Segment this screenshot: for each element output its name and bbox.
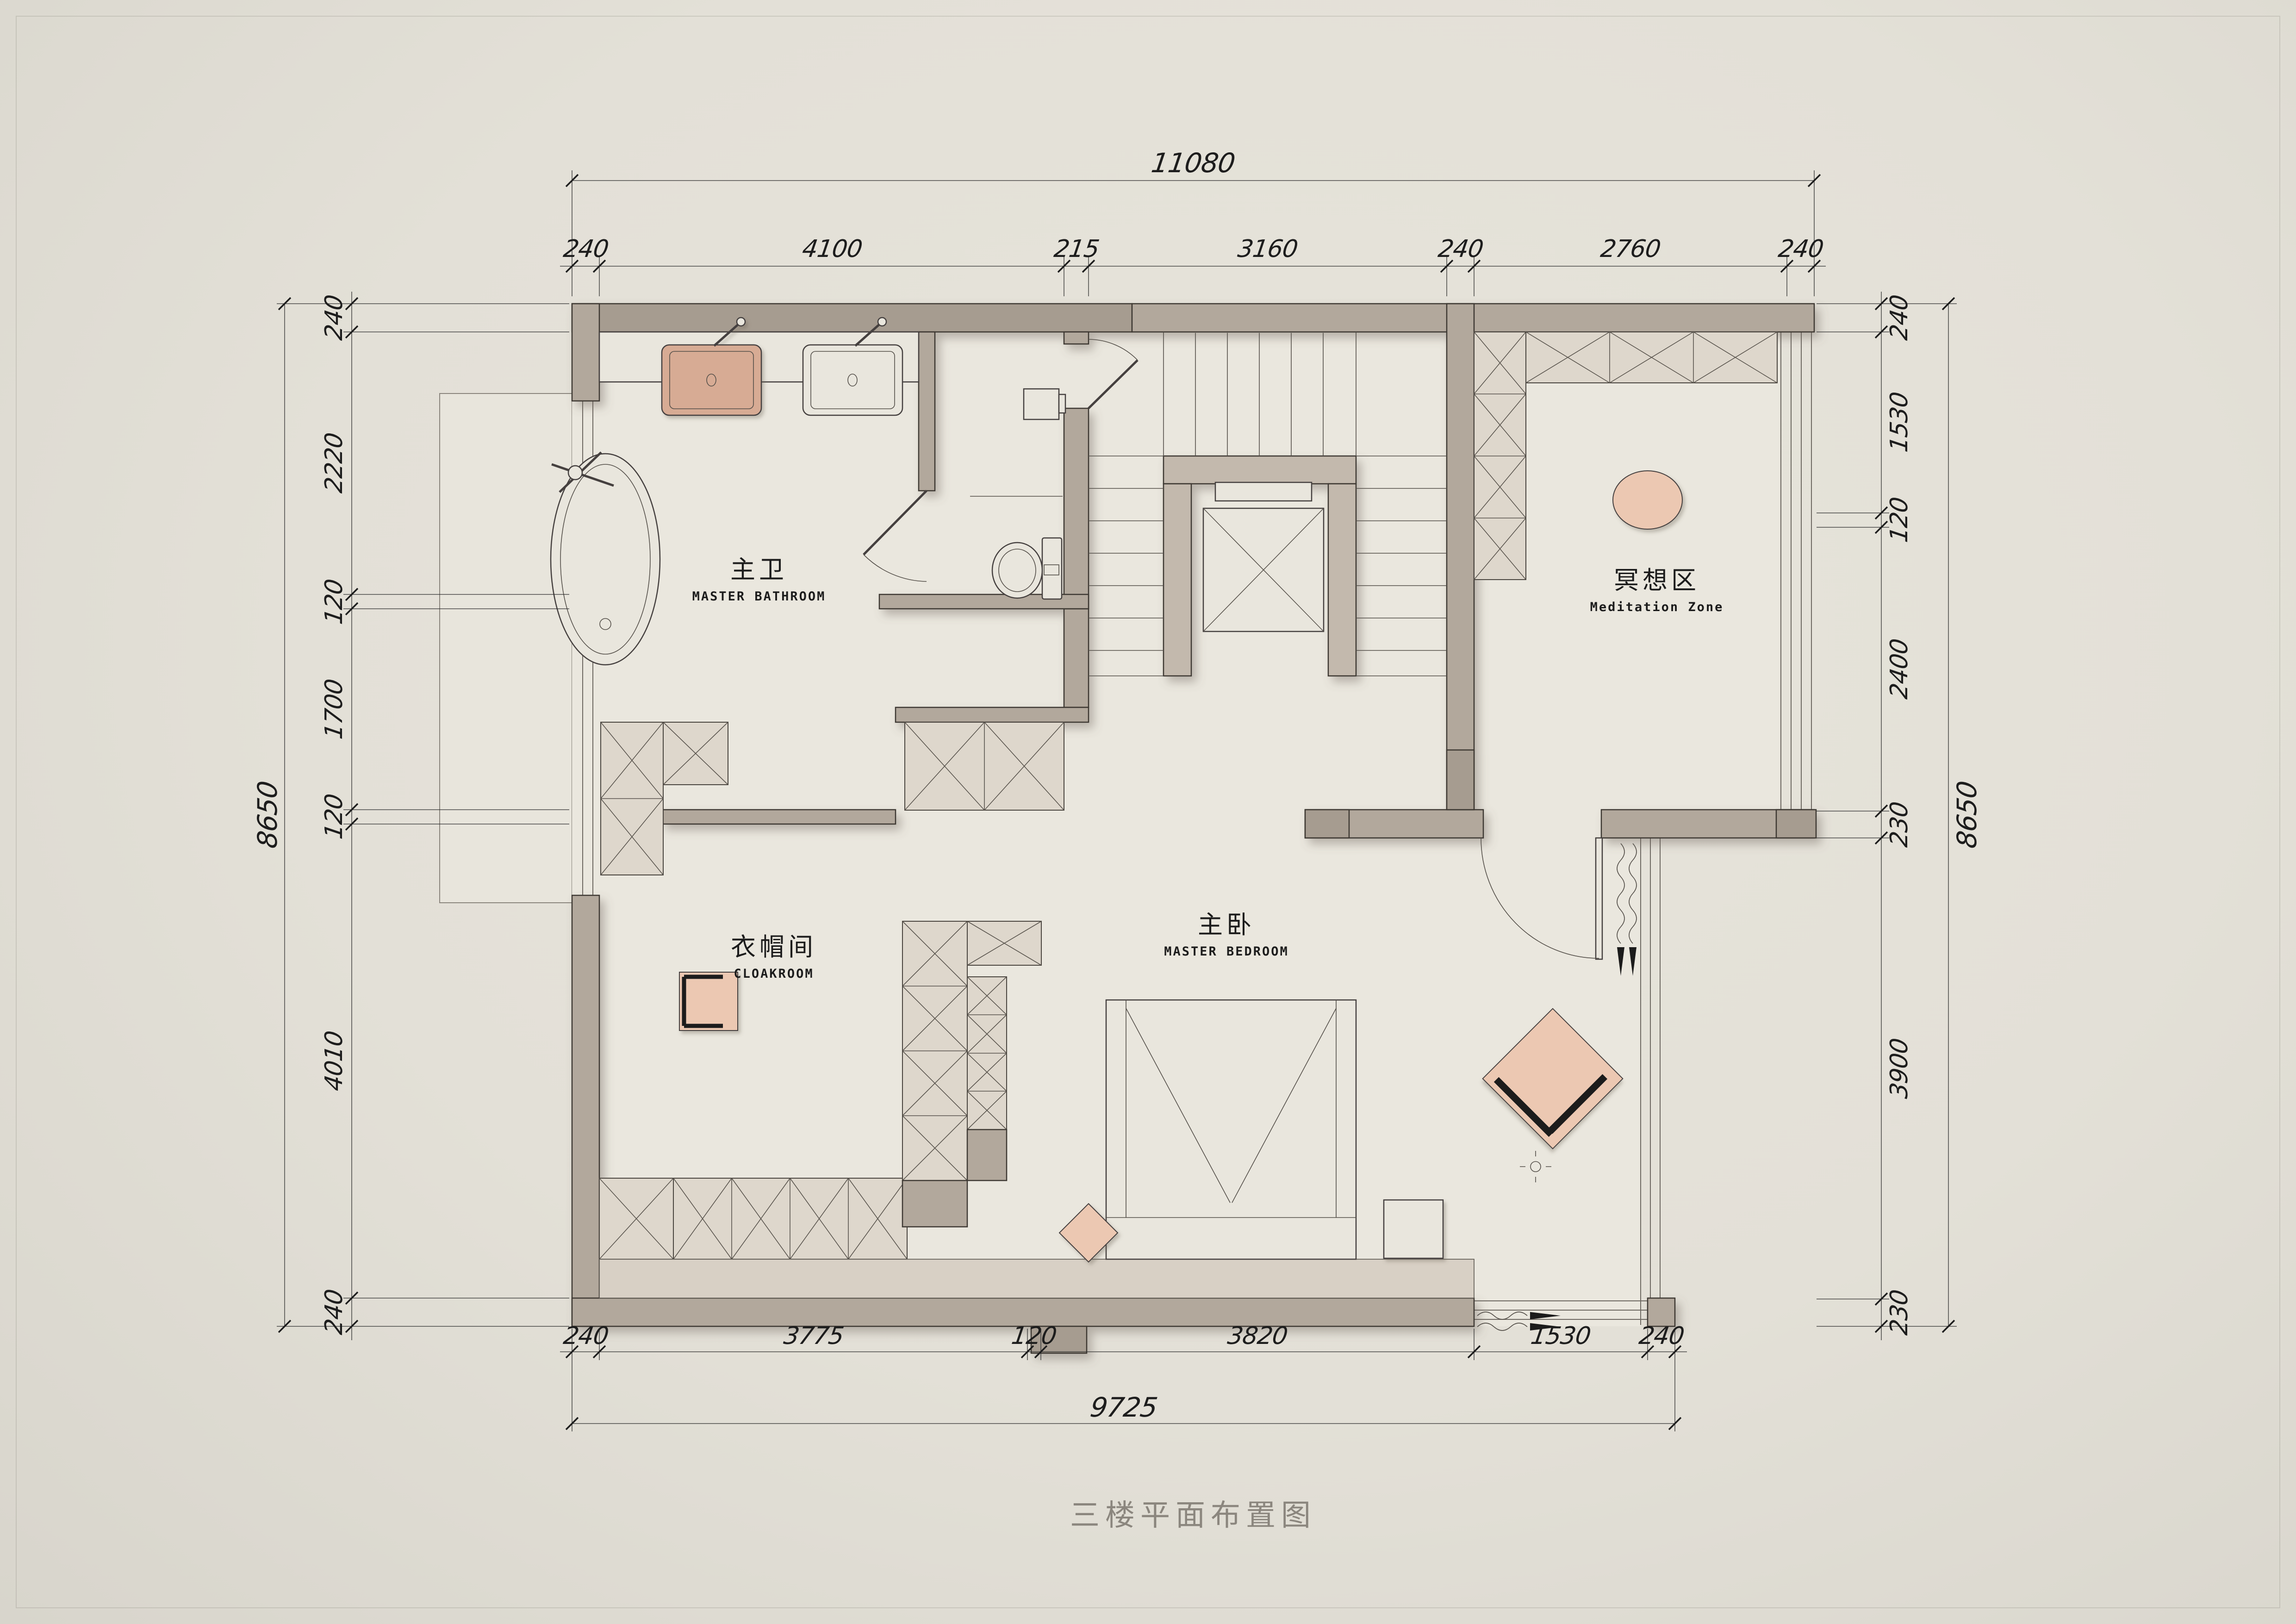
dim-top-seg-2: 215 [1052, 235, 1101, 263]
sink-left [661, 317, 762, 416]
dim-right-seg-2: 120 [1885, 495, 1913, 544]
meditation-cabinet-row [1525, 331, 1778, 383]
dim-right-seg-5: 3900 [1885, 1037, 1913, 1100]
wardrobes [599, 331, 1778, 1260]
stairs [1089, 332, 1447, 676]
cloakroom-island-cabinet [902, 921, 1042, 1228]
curtain-symbol-bottom [1477, 1312, 1561, 1331]
dim-bottom-seg-0: 240 [561, 1322, 610, 1350]
room-name-en: MASTER BATHROOM [692, 589, 826, 604]
armchair [1482, 1008, 1624, 1149]
dim-top-seg-6: 240 [1776, 235, 1825, 263]
room-name-en: Meditation Zone [1590, 600, 1724, 614]
dim-right-total: 8650 [1951, 779, 1983, 850]
toilet [991, 537, 1063, 600]
meditation-cushion [1612, 470, 1683, 530]
ottoman [679, 972, 738, 1031]
closet-under-bathroom [904, 722, 1064, 811]
master-bathroom-fixtures [550, 317, 1139, 666]
elevator-cab [1202, 481, 1325, 632]
low-bench [599, 1259, 1475, 1299]
bathroom-entry-door [1088, 339, 1139, 409]
dim-left-seg-2: 120 [320, 577, 348, 626]
dim-bottom-seg-2: 120 [1009, 1322, 1058, 1350]
room-name-zh: 主卧 [1197, 910, 1255, 939]
dim-right-seg-1: 1530 [1885, 390, 1913, 454]
dim-right-seg-3: 2400 [1885, 637, 1913, 701]
nightstand [1383, 1199, 1444, 1259]
toilet-door [863, 490, 927, 582]
dim-left-seg-5: 4010 [320, 1029, 348, 1093]
dim-top-seg-0: 240 [561, 235, 610, 263]
bay-window-floor [439, 393, 572, 903]
meditation-cabinet-column [1474, 331, 1526, 580]
dim-left-seg-6: 240 [320, 1287, 348, 1337]
bedroom-furniture [599, 837, 1637, 1331]
room-name-zh: 主卫 [730, 555, 788, 584]
dim-bottom-seg-1: 3775 [782, 1322, 846, 1350]
dim-left-seg-0: 240 [320, 293, 348, 342]
room-name-en: MASTER BEDROOM [1164, 944, 1289, 959]
bedroom-door [1481, 837, 1603, 960]
dim-bottom-seg-3: 3820 [1226, 1322, 1289, 1350]
room-label-master-bathroom: 主卫 MASTER BATHROOM [692, 549, 826, 604]
dim-top-seg-5: 2760 [1599, 235, 1662, 263]
dim-top-seg-4: 240 [1436, 235, 1485, 263]
drawing-title: 三楼平面布置图 [1070, 1499, 1316, 1533]
dim-bottom-seg-5: 240 [1637, 1322, 1686, 1350]
walls [571, 303, 1817, 1354]
dim-left-seg-4: 120 [320, 792, 348, 841]
plant-symbol [1520, 1151, 1551, 1182]
room-label-cloakroom: 衣帽间 CLOAKROOM [731, 926, 817, 981]
dim-top-total: 11080 [1149, 147, 1237, 179]
dim-left-seg-3: 1700 [320, 677, 348, 741]
dim-right-seg-0: 240 [1885, 293, 1913, 342]
bedroom-side-window [1640, 838, 1661, 1325]
dim-right-seg-4: 230 [1885, 800, 1913, 849]
dim-bottom-seg-4: 1530 [1529, 1322, 1593, 1350]
hand-sink [1023, 388, 1066, 420]
cloakroom-bottom-wardrobe [599, 1178, 908, 1260]
dimension-lines [277, 170, 1957, 1431]
meditation-zone-items [1612, 470, 1683, 530]
dim-right-seg-6: 230 [1885, 1288, 1913, 1337]
dim-bottom-total: 9725 [1088, 1392, 1159, 1423]
room-name-en: CLOAKROOM [734, 967, 814, 981]
dim-top-seg-3: 3160 [1236, 235, 1300, 263]
room-label-meditation-zone: 冥想区 Meditation Zone [1590, 560, 1724, 614]
bed [1105, 999, 1357, 1260]
dim-top-seg-1: 4100 [800, 235, 864, 263]
curtain-symbol-right [1617, 843, 1637, 976]
cloakroom-corner-wardrobe [600, 722, 728, 875]
dim-left-seg-1: 2220 [320, 431, 348, 495]
room-label-master-bedroom: 主卧 MASTER BEDROOM [1164, 904, 1289, 959]
elevator-shaft [1163, 455, 1357, 677]
meditation-window [1780, 331, 1812, 810]
dim-left-total: 8650 [252, 779, 283, 850]
room-name-zh: 冥想区 [1614, 566, 1700, 595]
bathtub [550, 451, 661, 666]
room-name-zh: 衣帽间 [731, 932, 817, 962]
floor-cushion [1058, 1203, 1119, 1263]
sink-right [802, 317, 903, 416]
